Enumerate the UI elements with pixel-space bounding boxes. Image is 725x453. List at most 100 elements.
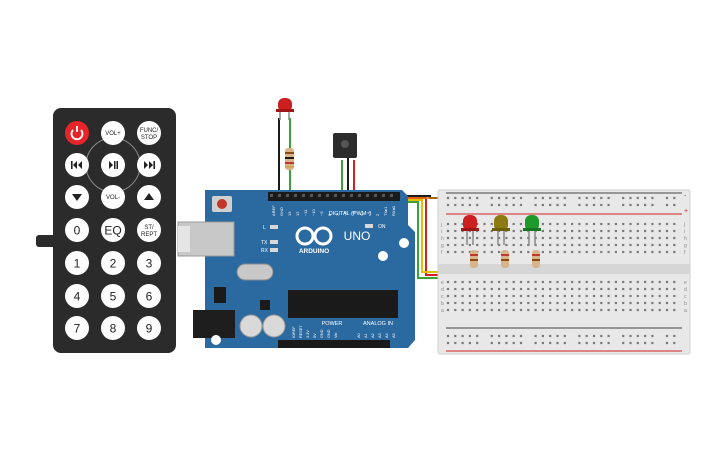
digital-pin-label: 8 [327,213,332,216]
breadboard-row-label: d [441,287,444,293]
digital-pin-label: RX◂0 [391,205,396,216]
analog-pin-label: A5 [392,333,396,338]
breadboard-row-label: b [684,301,687,307]
power-pin-label: 5V [313,333,317,338]
remote-button[interactable]: FUNC/STOP [137,121,161,145]
led-red[interactable] [461,215,479,245]
atmega-chip [288,290,398,318]
regulator [214,287,226,303]
breadboard-row-label: i [684,229,685,235]
breadboard-resistors[interactable] [470,250,540,268]
gnd-label: GND [279,207,284,216]
power-pin-label: Vin [334,333,338,338]
l-label: L [263,225,266,231]
breadboard-row-label: e [684,280,687,286]
remote-button-label: 7 [74,321,81,335]
power-pin-label: GND [327,329,331,338]
analog-pin-label: A1 [364,333,368,338]
digital-pin-label: TX▸1 [383,206,388,216]
remote-button[interactable]: 0 [65,218,89,242]
remote-button-label: 8 [110,321,117,335]
breadboard-row-label: h [684,236,687,242]
breadboard-row-label: h [441,236,444,242]
play-pause-icon [109,161,118,169]
remote-button-label: 5 [110,289,117,303]
digital-pin-label: ~5 [351,211,356,216]
remote-button-grid: VOL+ FUNC/STOP VOL- 0 EQ ST/REPT 1 2 3 4 5 6 7 8 9 [65,121,161,340]
breadboard-row-label: f [441,250,443,256]
remote-button[interactable] [137,185,161,209]
breadboard-row-label: a [441,308,444,314]
remote-button[interactable] [65,153,89,177]
breadboard-row-label: d [684,287,687,293]
remote-button-label: 1 [74,256,81,270]
digital-pin-label: 12 [295,211,300,216]
digital-pin-label: 2 [375,213,380,216]
remote-button[interactable]: 4 [65,284,89,308]
digital-pin-label: ~10 [311,208,316,216]
arduino-logo-icon [295,226,333,246]
aref-label: AREF [271,205,276,216]
top-led[interactable] [276,98,294,120]
remote-button[interactable]: 6 [137,284,161,308]
remote-button-label: 9 [146,321,153,335]
skip-forward-icon [144,161,155,169]
digital-label: DIGITAL (PWM~) [329,211,372,217]
remote-button-label: FUNC/ [140,128,159,134]
remote-button[interactable]: VOL+ [101,121,125,145]
remote-button-label: 3 [146,256,153,270]
analog-pin-label: A2 [371,333,375,338]
capacitor-1 [239,314,263,338]
remote-button[interactable] [137,153,161,177]
remote-button[interactable]: 1 [65,251,89,275]
power-jack [193,310,235,338]
remote-button[interactable]: 2 [101,251,125,275]
remote-button[interactable]: 3 [137,251,161,275]
power-label: POWER [322,321,343,327]
tx-label: TX [261,240,268,246]
power-pin-label: IOREF [292,326,296,338]
remote-button[interactable]: 7 [65,316,89,340]
breadboard-channel [438,264,690,274]
remote-button[interactable]: EQ [101,218,125,242]
top-resistor[interactable] [285,148,294,170]
remote-button[interactable]: 9 [137,316,161,340]
down-arrow-icon [72,194,82,201]
remote-button[interactable] [101,153,125,177]
remote-button[interactable] [65,121,89,145]
breadboard-row-label: j [440,222,442,228]
breadboard-row-label: e [441,280,444,286]
arduino-brand: ARDUINO [299,248,329,255]
remote-button[interactable]: 8 [101,316,125,340]
remote-button[interactable]: ST/REPT [137,218,161,242]
led-green[interactable] [523,215,541,245]
breadboard-row-label: a [684,308,687,314]
capacitor-2 [262,314,286,338]
ir-remote[interactable]: VOL+ FUNC/STOP VOL- 0 EQ ST/REPT 1 2 3 4 5 6 7 8 9 [36,108,176,353]
remote-button[interactable] [65,185,89,209]
rail-minus-label: - [684,193,687,200]
power-analog-header [278,340,390,348]
ir-receiver[interactable] [333,133,357,158]
arduino-uno[interactable]: ARDUINO UNO DIGITAL (PWM~) POWER ANALOG … [177,190,415,348]
remote-antenna [36,235,56,247]
arduino-model: UNO [344,229,371,243]
remote-button[interactable]: 5 [101,284,125,308]
power-pin-label: 3.3V [306,330,310,338]
remote-button[interactable]: VOL- [101,185,125,209]
breadboard-row-label: g [684,243,687,249]
led-yellow[interactable] [492,215,510,245]
on-label: ON [378,224,386,230]
remote-button-label: VOL+ [105,131,121,137]
analog-pin-label: A4 [385,333,389,338]
rail-plus-label: + [684,208,688,215]
remote-button-label: 4 [74,289,81,303]
digital-pin-label: 4 [359,213,364,216]
rx-label: RX [261,248,269,254]
skip-back-icon [71,161,82,169]
